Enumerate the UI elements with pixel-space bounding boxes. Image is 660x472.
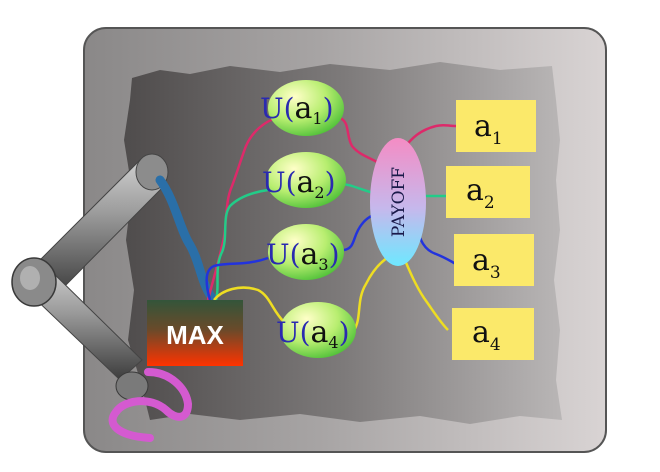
arm-hand-joint <box>115 371 149 401</box>
action-box-3: a3 <box>454 234 534 286</box>
utility-node-3: U(a3) <box>266 224 344 280</box>
utility-label-1: U(a1) <box>260 91 334 128</box>
wire-payoff-a4 <box>402 257 449 331</box>
action-box-4: a4 <box>452 308 534 360</box>
utility-node-2: U(a2) <box>262 152 346 208</box>
payoff-label: PAYOFF <box>389 167 409 237</box>
cable-blue <box>155 175 217 303</box>
max-box: MAX <box>147 300 243 366</box>
max-label: MAX <box>166 320 224 350</box>
wire-payoff-a1 <box>403 123 457 149</box>
utility-label-4: U(a4) <box>276 315 350 352</box>
robot-arm <box>11 153 169 401</box>
utility-label-2: U(a2) <box>262 165 336 202</box>
magenta-squiggle <box>108 368 193 442</box>
payoff-node: PAYOFF <box>370 138 426 266</box>
action-label-3: a3 <box>472 243 501 283</box>
action-label-4: a4 <box>472 315 501 355</box>
wire-max-u3 <box>205 256 269 301</box>
action-box-2: a2 <box>446 166 530 218</box>
wire-max-u4 <box>213 286 285 323</box>
wire-max-u2 <box>214 188 269 301</box>
action-box-1: a1 <box>456 100 536 152</box>
action-label-1: a1 <box>474 109 503 149</box>
action-label-2: a2 <box>466 173 495 213</box>
utility-label-3: U(a3) <box>266 237 340 274</box>
utility-node-1: U(a1) <box>260 80 344 136</box>
utility-node-4: U(a4) <box>276 302 356 358</box>
wire-u1-payoff <box>339 116 385 168</box>
wire-u4-payoff <box>352 254 391 331</box>
